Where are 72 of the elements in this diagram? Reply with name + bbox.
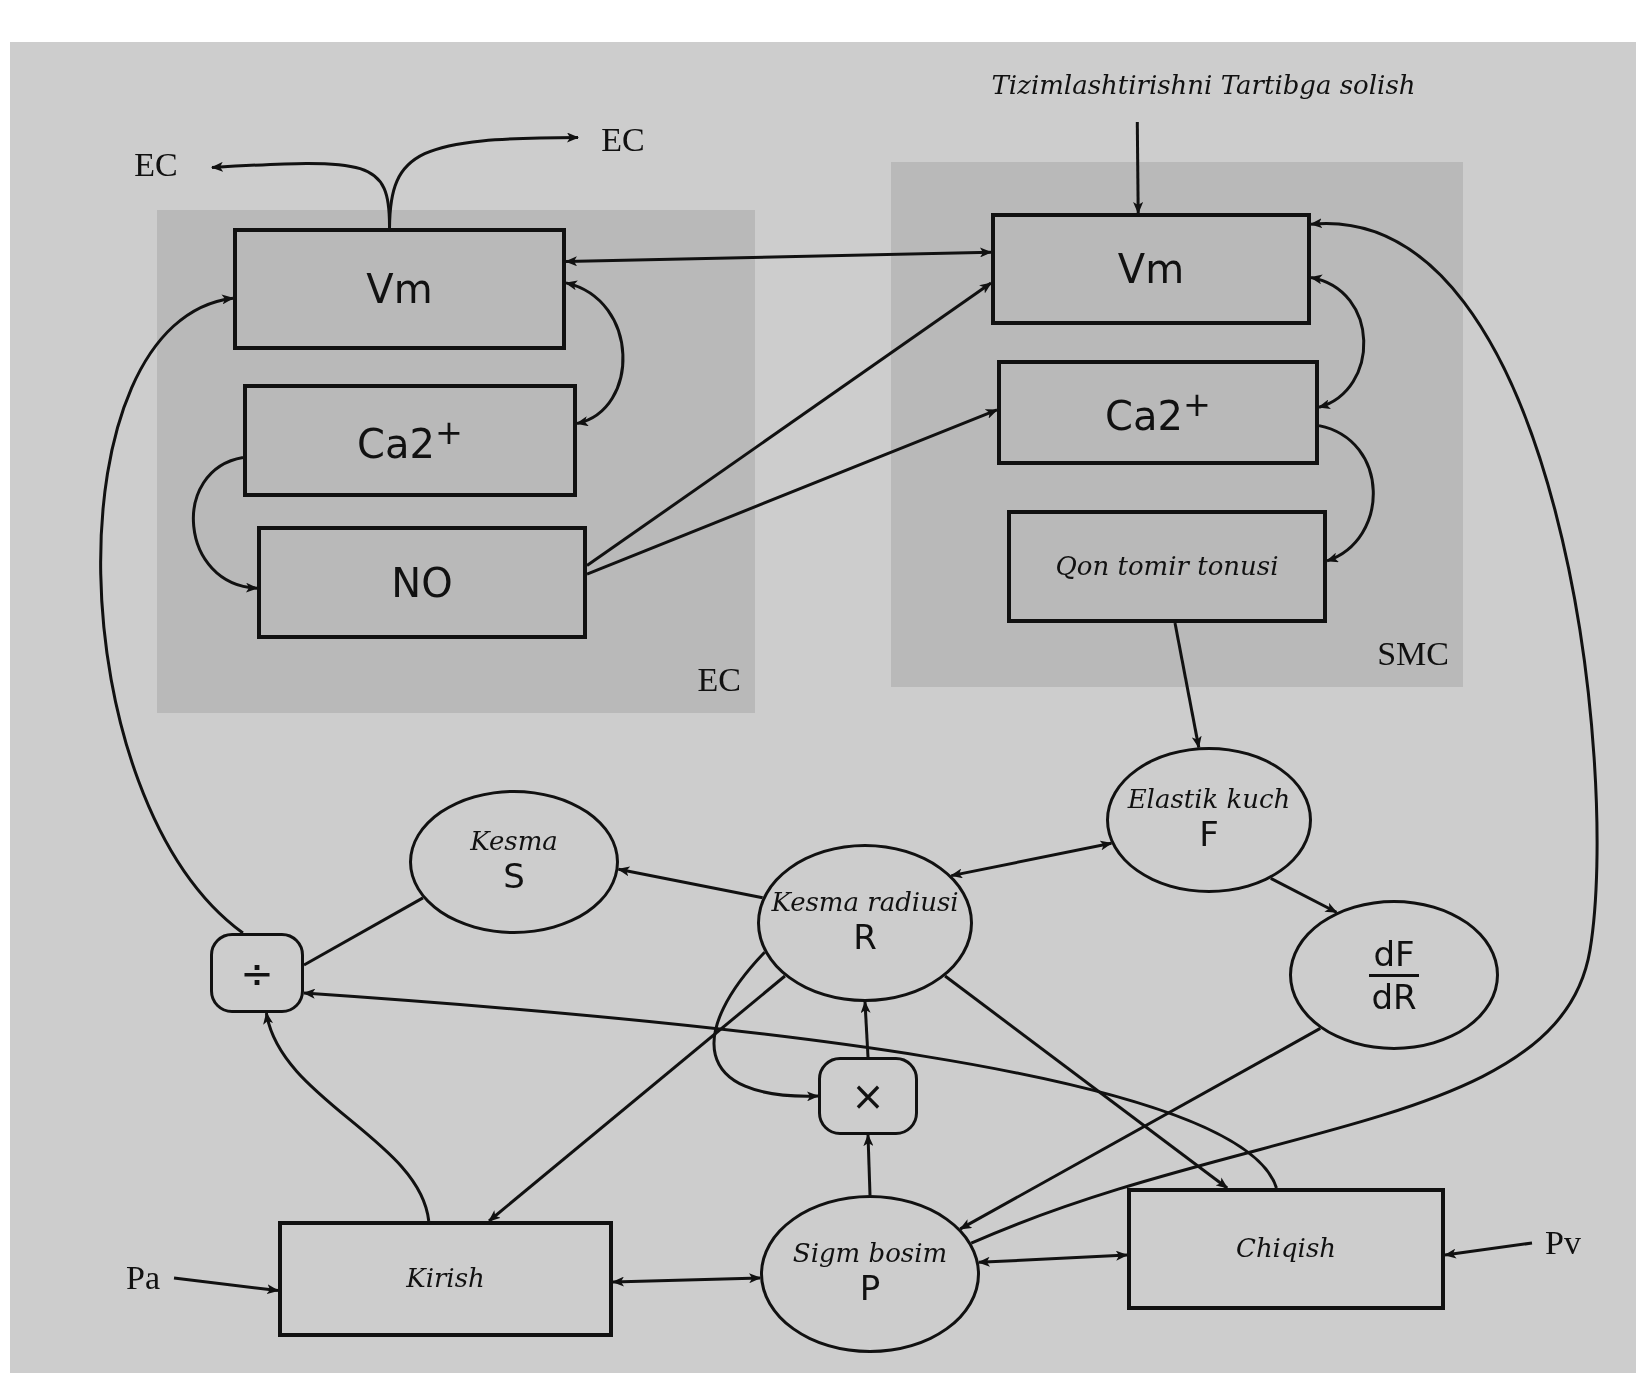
node-text: EC [134, 146, 178, 184]
node-text: Sigm bosim [792, 1240, 948, 1268]
arrow [388, 132, 579, 229]
arrow [863, 1134, 874, 1196]
arrow [1310, 275, 1366, 409]
operator-symbol: ÷ [240, 950, 274, 996]
cell-region-panel [157, 210, 755, 713]
node-text: Kirish [406, 1265, 485, 1293]
node-text: R [853, 916, 877, 957]
arrow [192, 456, 258, 592]
variable-ellipse [1289, 900, 1499, 1050]
arrow [1173, 622, 1202, 749]
arrow [173, 1276, 279, 1295]
process-box [233, 228, 566, 350]
node-text: Vm [366, 266, 433, 312]
arrow [586, 281, 992, 567]
arrow [860, 1001, 871, 1058]
arrow [303, 988, 1278, 1189]
node-text: Kesma [470, 828, 558, 856]
node-text: Vm [1117, 246, 1185, 292]
region-label: EC [697, 661, 741, 699]
arrow [950, 840, 1113, 879]
node-text: Chiqish [1236, 1235, 1336, 1263]
process-box [278, 1221, 613, 1337]
variable-ellipse [757, 844, 973, 1002]
arrow [1133, 122, 1144, 214]
variable-ellipse [409, 790, 619, 934]
operator-symbol: × [851, 1073, 885, 1119]
arrow [586, 408, 998, 576]
node-text: P [859, 1267, 881, 1308]
arrow [264, 1012, 431, 1222]
arrow [488, 974, 786, 1223]
node-text: dF [1369, 933, 1419, 977]
node-text: S [503, 855, 525, 896]
arrow [565, 281, 625, 425]
arrow [565, 247, 992, 267]
arrow [612, 1273, 762, 1287]
node-text: Qon tomir tonusi [1055, 552, 1279, 581]
operator-box [818, 1057, 918, 1135]
connector-line [303, 896, 424, 967]
node-text: dR [1371, 976, 1417, 1017]
arrow [1318, 424, 1375, 563]
arrow [1444, 1241, 1533, 1259]
arrow [712, 951, 819, 1101]
process-box [991, 213, 1311, 325]
variable-ellipse [760, 1195, 980, 1353]
process-box [1127, 1188, 1445, 1310]
arrow [617, 866, 763, 900]
region-label: SMC [1377, 635, 1449, 673]
process-box [243, 384, 577, 497]
operator-box [210, 933, 304, 1013]
node-text: Elastik kuch [1127, 786, 1291, 814]
arrow [944, 974, 1229, 1190]
node-text: Pv [1545, 1224, 1581, 1262]
arrow [970, 220, 1599, 1245]
arrow [1270, 877, 1338, 914]
node-text: Tizimlashtirishni Tartibga solish [991, 72, 1416, 100]
node-text: EC [601, 121, 645, 159]
process-box [1007, 510, 1327, 623]
arrow [977, 1250, 1128, 1267]
node-text: Ca2$^{+}$ [1105, 385, 1211, 440]
node-text: Kesma radiusi [771, 889, 959, 917]
node-text: F [1199, 813, 1219, 854]
node-text: Ca2$^{+}$ [357, 413, 463, 468]
node-text: Pa [126, 1259, 160, 1297]
arrow [959, 1027, 1321, 1231]
cell-region-panel [891, 162, 1463, 687]
variable-ellipse [1106, 747, 1312, 893]
arrow [99, 296, 244, 935]
process-box [257, 526, 587, 639]
process-box [997, 360, 1319, 465]
node-text: NO [391, 559, 453, 606]
